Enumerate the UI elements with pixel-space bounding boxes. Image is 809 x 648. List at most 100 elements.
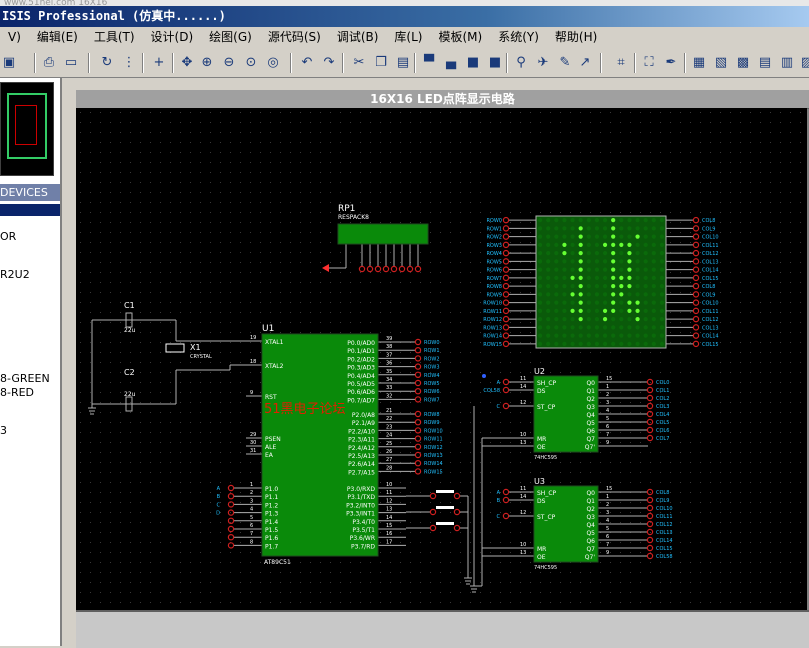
menu-item-9[interactable]: 系统(Y) xyxy=(498,30,539,44)
schematic-canvas[interactable]: U1AT89C51XTAL119XTAL218RST9PSEN29ALE30EA… xyxy=(76,108,807,610)
led-pixel xyxy=(659,292,665,297)
led-pixel xyxy=(586,317,591,322)
pan-icon[interactable]: ✥ xyxy=(181,55,193,70)
block-copy-icon[interactable]: ▀ xyxy=(424,55,434,70)
menu-item-4[interactable]: 绘图(G) xyxy=(209,30,252,44)
u1-chip-body[interactable] xyxy=(261,333,379,557)
led-pixel xyxy=(627,242,632,247)
save-icon[interactable]: ▣ xyxy=(2,55,16,70)
led-pixel xyxy=(578,284,583,289)
devices-selected-item[interactable] xyxy=(0,204,60,216)
led-pixel xyxy=(635,333,640,338)
menu-item-6[interactable]: 调试(B) xyxy=(336,30,379,44)
net-label: D xyxy=(216,511,220,517)
led-pixel xyxy=(643,259,648,264)
switch-terminal xyxy=(429,524,437,532)
remove-sheet-icon[interactable]: ▧ xyxy=(714,55,728,70)
menu-item-5[interactable]: 源代码(S) xyxy=(267,30,321,44)
switch-terminal xyxy=(429,492,437,500)
u3-pin-num: 3 xyxy=(606,510,609,516)
u3-pin-num: 5 xyxy=(606,526,609,532)
net-label: ROW8 xyxy=(486,284,502,290)
led-pixel xyxy=(651,267,656,272)
led-pixel xyxy=(643,300,648,305)
menu-item-8[interactable]: 模板(M) xyxy=(438,30,483,44)
push-button[interactable] xyxy=(436,506,454,509)
led-pixel xyxy=(570,317,575,322)
cut-icon[interactable]: ✂ xyxy=(353,55,365,70)
device-item[interactable]: R2U2 xyxy=(0,268,30,281)
rp1-body[interactable] xyxy=(337,223,429,245)
net-label: ROW2 xyxy=(486,235,502,241)
net-label: COL9 xyxy=(656,498,669,504)
menu-item-2[interactable]: 工具(T) xyxy=(93,30,135,44)
menu-item-1[interactable]: 编辑(E) xyxy=(36,30,78,44)
overview-view-box[interactable] xyxy=(15,105,37,145)
led-pixel xyxy=(651,341,656,346)
menu-item-0[interactable]: V) xyxy=(8,30,21,44)
pick-device-icon[interactable]: ⚲ xyxy=(516,55,526,70)
device-item[interactable]: 8-GREEN xyxy=(0,372,50,385)
search-tag-icon[interactable]: ⛶ xyxy=(644,55,654,70)
make-device-icon[interactable]: ✈ xyxy=(537,55,549,70)
packaging-icon[interactable]: ✎ xyxy=(559,55,571,70)
page-icon[interactable]: ▭ xyxy=(64,55,78,70)
led-pixel xyxy=(602,226,608,231)
menu-item-10[interactable]: 帮助(H) xyxy=(554,30,598,44)
electrical-check-icon[interactable]: ▥ xyxy=(780,55,794,70)
block-rotate-icon[interactable]: ■ xyxy=(466,55,480,70)
u2-pin-name: Q1 xyxy=(586,388,595,395)
u2-chip-body[interactable] xyxy=(533,375,599,453)
zoom-area-icon[interactable]: ◎ xyxy=(267,55,279,70)
led-pixel xyxy=(635,267,640,272)
led-pixel xyxy=(627,292,632,297)
led-pixel xyxy=(619,234,624,239)
bill-of-materials-icon[interactable]: ▤ xyxy=(758,55,772,70)
led-pixel xyxy=(627,341,632,346)
wire-autorouter-icon[interactable]: ⌗ xyxy=(617,55,625,70)
zoom-in-icon[interactable]: ⊕ xyxy=(201,55,213,70)
u3-pin-name: Q6 xyxy=(586,538,595,545)
exit-to-parent-icon[interactable]: ▩ xyxy=(736,55,750,70)
menu-item-3[interactable]: 设计(D) xyxy=(150,30,194,44)
netlist-icon[interactable]: ▨ xyxy=(800,55,809,70)
matrix-row-terminal xyxy=(502,340,510,348)
zoom-out-icon[interactable]: ⊖ xyxy=(223,55,235,70)
net-label: COL14 xyxy=(702,334,719,340)
led-pixel xyxy=(635,300,640,305)
u1-port-terminal xyxy=(414,419,422,426)
block-delete-icon[interactable]: ■ xyxy=(488,55,502,70)
new-sheet-icon[interactable]: ▦ xyxy=(692,55,706,70)
led-pixel xyxy=(651,292,656,297)
redo-icon[interactable]: ↷ xyxy=(323,55,335,70)
block-move-icon[interactable]: ▄ xyxy=(446,55,456,70)
net-label: COL14 xyxy=(702,268,719,274)
device-item[interactable]: OR xyxy=(0,230,17,243)
refresh-icon[interactable]: ↻ xyxy=(101,55,113,70)
overview-window[interactable] xyxy=(0,82,54,176)
device-item[interactable]: 3 xyxy=(0,424,7,437)
menu-item-7[interactable]: 库(L) xyxy=(394,30,423,44)
push-button[interactable] xyxy=(436,490,454,493)
device-item[interactable]: 8-RED xyxy=(0,386,35,399)
u1-pin-num: 3 xyxy=(250,498,253,504)
panel-splitter[interactable] xyxy=(62,78,76,646)
led-pixel xyxy=(651,275,656,280)
u3-chip-body[interactable] xyxy=(533,485,599,563)
net-label: COL11 xyxy=(702,309,719,315)
decompose-icon[interactable]: ↗ xyxy=(579,55,591,70)
origin-icon[interactable]: + xyxy=(153,55,165,70)
undo-icon[interactable]: ↶ xyxy=(301,55,313,70)
led-pixel xyxy=(554,234,559,239)
probe-marker xyxy=(482,374,486,378)
grid-icon[interactable]: ⋮ xyxy=(122,55,136,70)
u3-pin-num: 1 xyxy=(606,494,609,500)
matrix-col-terminal xyxy=(692,258,700,265)
paste-icon[interactable]: ▤ xyxy=(396,55,410,70)
property-tool-icon[interactable]: ✒ xyxy=(665,55,677,70)
zoom-all-icon[interactable]: ⊙ xyxy=(245,55,257,70)
print-icon[interactable]: ⎙ xyxy=(43,55,55,70)
x1-crystal[interactable] xyxy=(165,343,185,353)
push-button[interactable] xyxy=(436,522,454,525)
copy-icon[interactable]: ❐ xyxy=(375,55,387,70)
